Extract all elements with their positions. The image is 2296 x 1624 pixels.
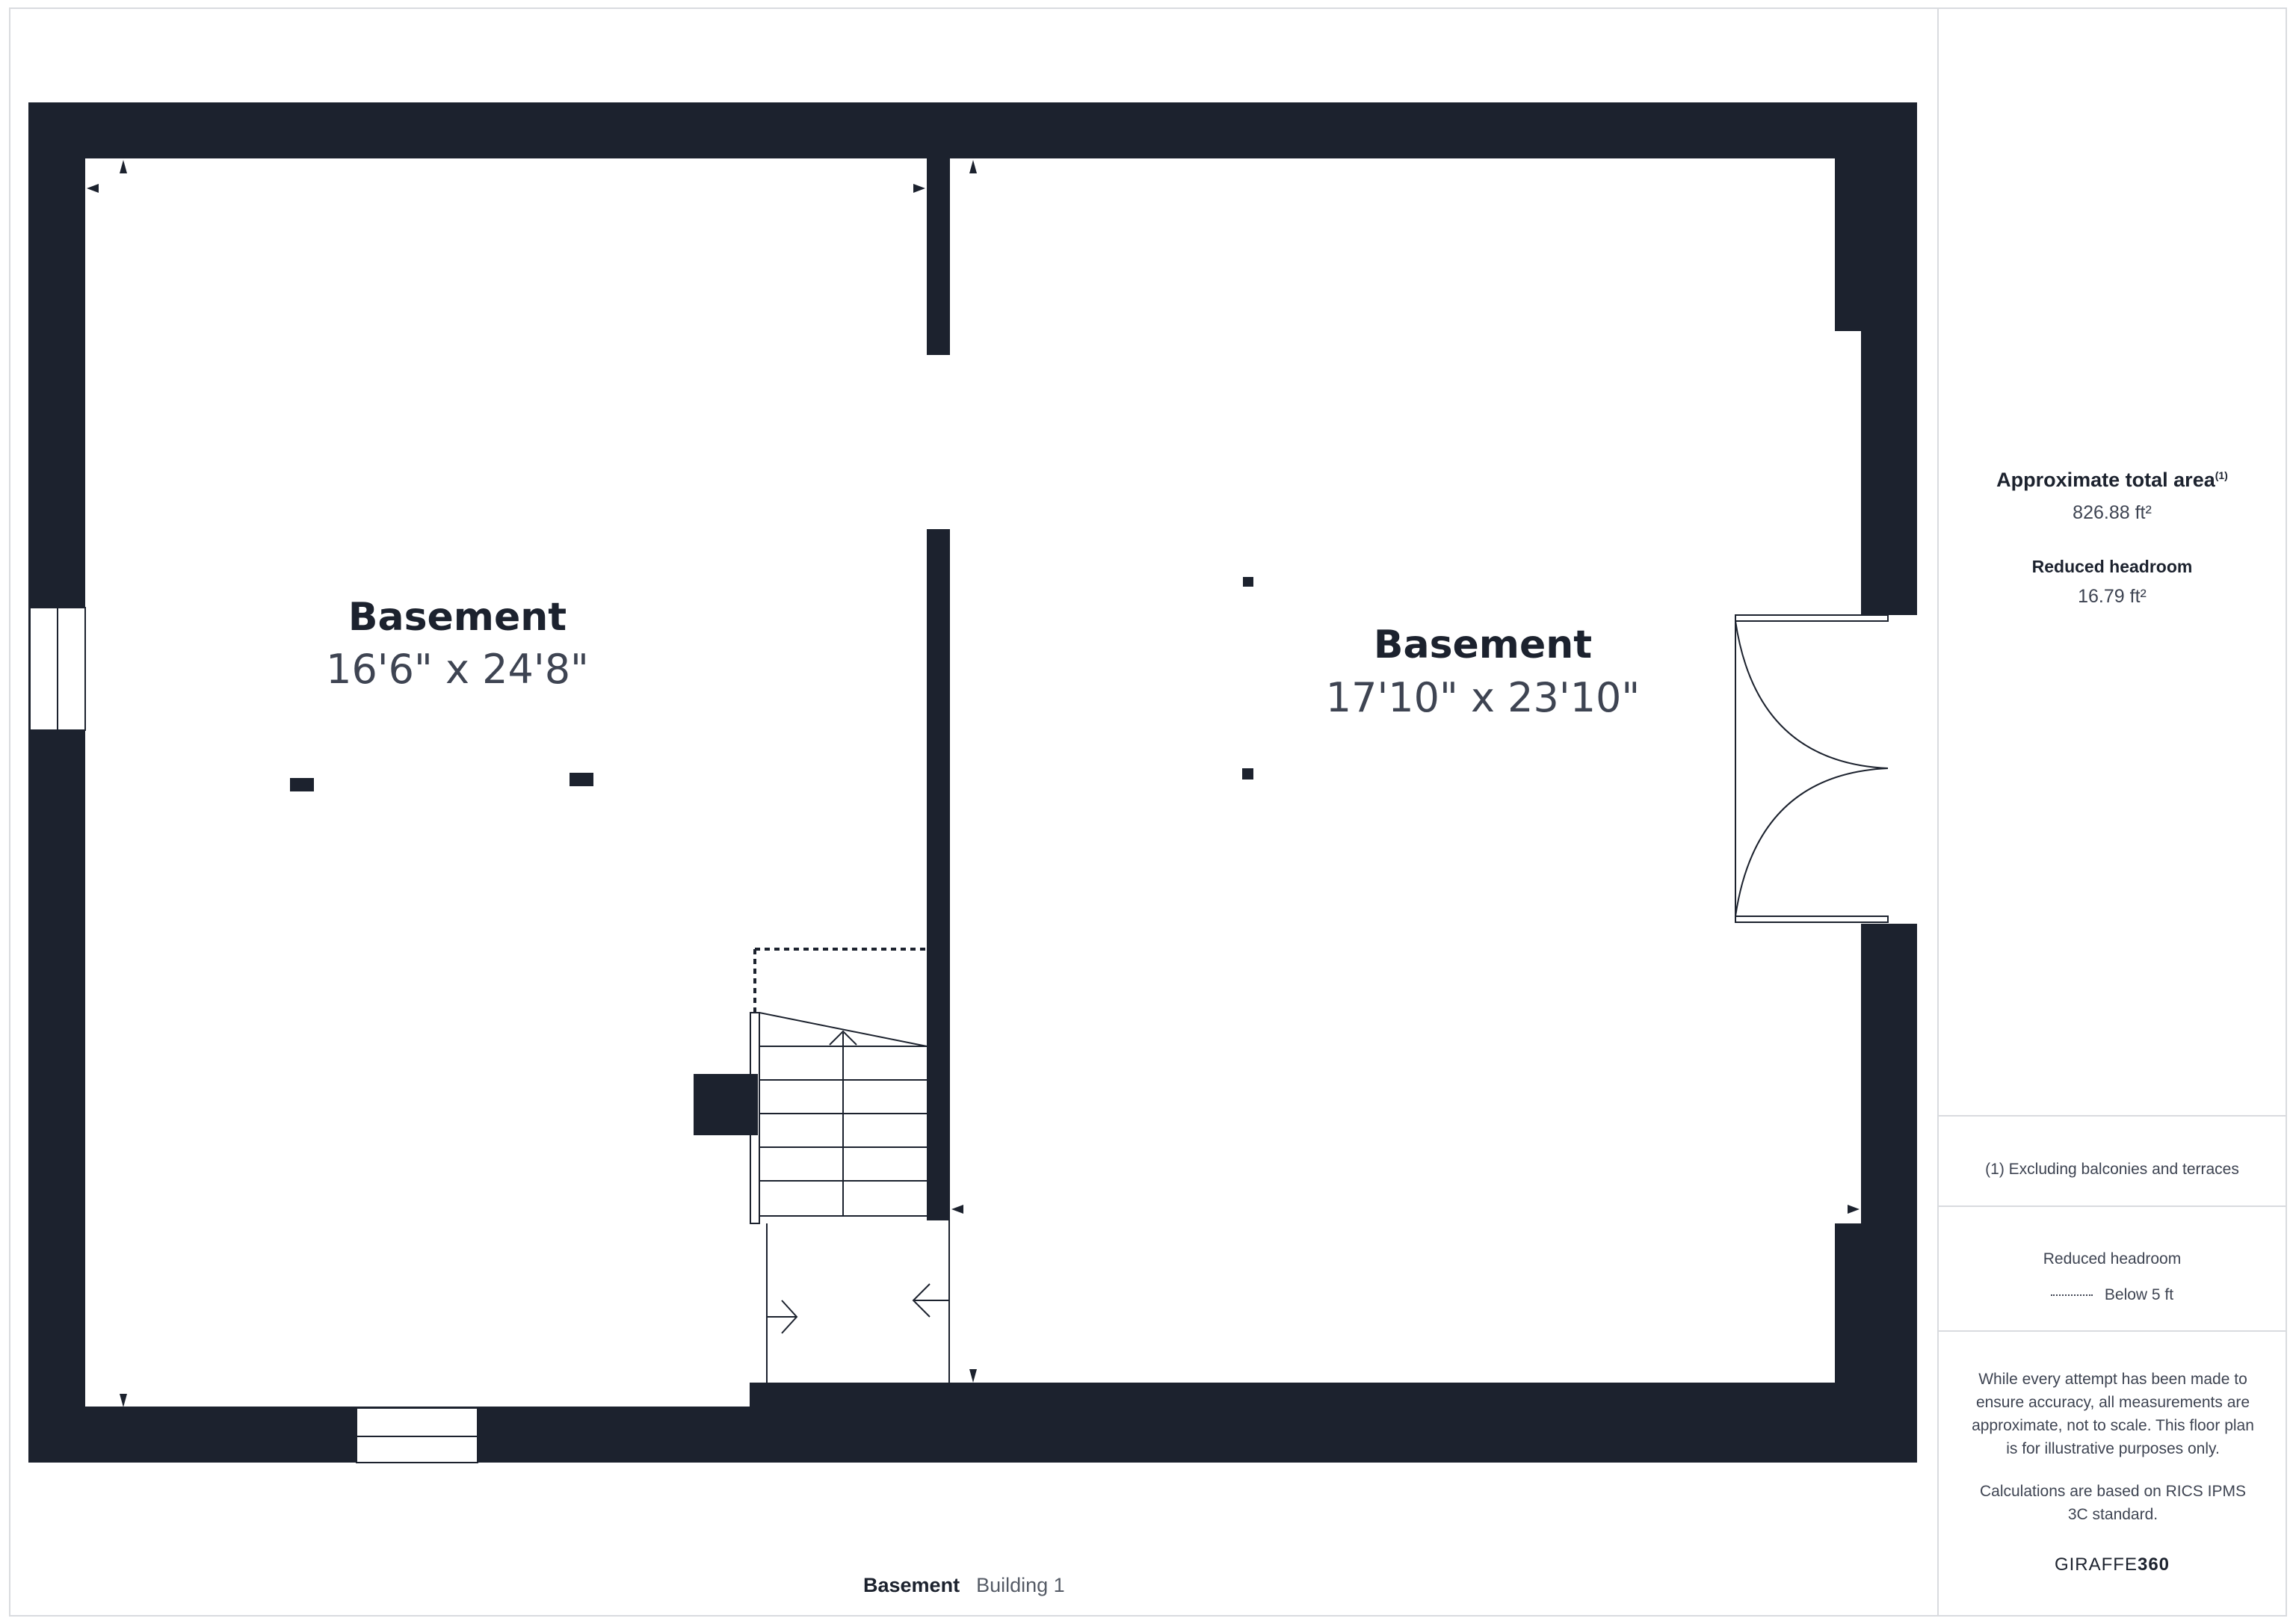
partition-lower <box>927 529 950 1220</box>
divider <box>1939 1115 2286 1117</box>
room-name: Basement <box>1374 623 1592 667</box>
reduced-headroom-value: 16.79 ft² <box>2078 586 2147 607</box>
wall-left <box>28 102 85 1463</box>
outer-walls <box>28 102 1917 1463</box>
total-area-block: Approximate total area(1) 826.88 ft² Red… <box>1939 469 2286 608</box>
total-area-label: Approximate total area <box>1996 469 2215 491</box>
total-area-value: 826.88 ft² <box>2073 502 2152 523</box>
legend-title: Reduced headroom <box>2043 1250 2182 1268</box>
wall-bottom-step <box>750 1383 761 1412</box>
floor-caption: Basement Building 1 <box>863 1574 1065 1597</box>
calculation-note: Calculations are based on RICS IPMS 3C s… <box>1979 1483 2246 1523</box>
room-name: Basement <box>348 595 567 640</box>
legend-block: Reduced headroom Below 5 ft <box>1939 1247 2286 1306</box>
info-sidebar: Approximate total area(1) 826.88 ft² Red… <box>1937 9 2286 1615</box>
room-dimensions: 17'10" x 23'10" <box>1326 674 1641 721</box>
page-frame <box>9 7 2287 1617</box>
wall-bottom-right <box>750 1383 1917 1463</box>
total-area-note: (1) <box>2215 469 2228 481</box>
dotted-line-icon <box>2050 1294 2093 1297</box>
stair-post <box>694 1074 758 1135</box>
partition-upper <box>927 157 950 355</box>
window-bottom <box>356 1407 478 1463</box>
wall-right-lower-thick <box>1835 1223 1917 1463</box>
building-name: Building 1 <box>976 1574 1065 1596</box>
divider <box>1939 1205 2286 1207</box>
wall-top <box>28 102 1917 158</box>
room-dimensions: 16'6" x 24'8" <box>326 646 589 693</box>
floor-name: Basement <box>863 1574 960 1596</box>
fixtures <box>290 577 1253 791</box>
staircase <box>694 948 950 1383</box>
floor-plan: Basement 16'6" x 24'8" Basement 17'10" x… <box>28 102 1917 1463</box>
divider <box>1939 1330 2286 1332</box>
footnote: (1) Excluding balconies and terraces <box>1985 1161 2239 1178</box>
wall-right-upper <box>1861 102 1917 615</box>
legend-item: Below 5 ft <box>2104 1286 2174 1303</box>
measurement-markers <box>87 160 1860 1407</box>
window-left <box>29 607 86 731</box>
double-door <box>1735 614 1889 923</box>
partition-wall <box>927 157 950 1220</box>
brand-logo: GIRAFFE360 <box>2054 1554 2170 1575</box>
disclaimer: While every attempt has been made to ens… <box>1972 1371 2254 1457</box>
reduced-headroom-label: Reduced headroom <box>2031 557 2193 576</box>
